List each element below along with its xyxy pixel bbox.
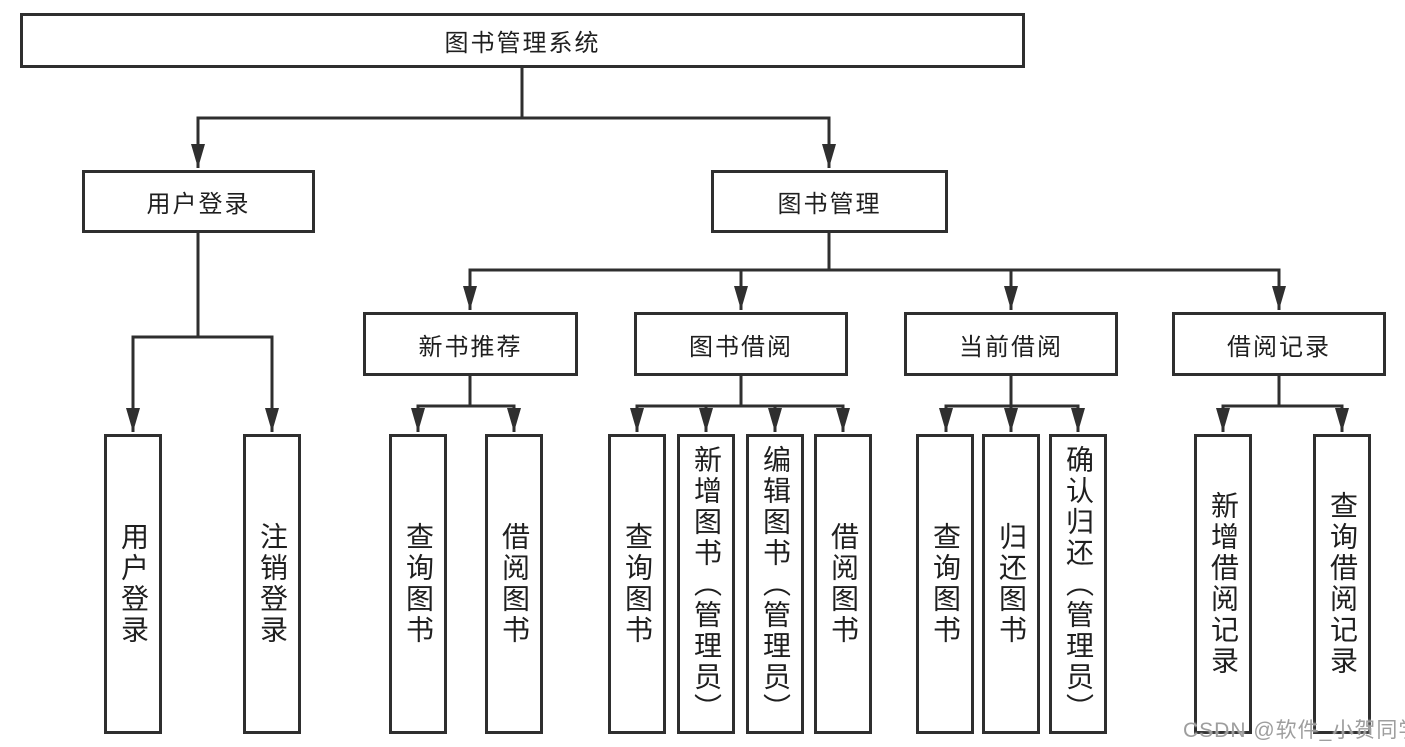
node-leaf-return-books: 归还图书 bbox=[982, 434, 1040, 734]
node-leaf-borrow-books-2: 借阅图书 bbox=[814, 434, 872, 734]
node-leaf-add-books-label: 新增图书（管理员） bbox=[691, 444, 722, 724]
node-leaf-query-books-3-label: 查询图书 bbox=[930, 522, 961, 646]
node-leaf-add-books: 新增图书（管理员） bbox=[677, 434, 735, 734]
node-leaf-user-login-label: 用户登录 bbox=[118, 522, 149, 646]
node-leaf-confirm-return-label: 确认归还（管理员） bbox=[1063, 444, 1094, 724]
node-book-borrow-label: 图书借阅 bbox=[689, 333, 793, 361]
node-borrow-records-label: 借阅记录 bbox=[1227, 333, 1331, 361]
node-book-management: 图书管理 bbox=[711, 170, 948, 233]
node-leaf-query-books-1: 查询图书 bbox=[389, 434, 447, 734]
node-leaf-query-books-2-label: 查询图书 bbox=[622, 522, 653, 646]
node-current-borrow-label: 当前借阅 bbox=[959, 333, 1063, 361]
node-leaf-edit-books: 编辑图书（管理员） bbox=[746, 434, 804, 734]
node-root: 图书管理系统 bbox=[20, 13, 1025, 68]
current-borrow-connector bbox=[939, 376, 1085, 432]
node-book-borrow: 图书借阅 bbox=[634, 312, 848, 376]
book-borrow-connector bbox=[630, 376, 850, 432]
node-leaf-logout-label: 注销登录 bbox=[257, 522, 288, 646]
borrow-records-connector bbox=[1216, 376, 1349, 432]
node-leaf-return-books-label: 归还图书 bbox=[996, 522, 1027, 646]
node-leaf-borrow-books-1-label: 借阅图书 bbox=[499, 522, 530, 646]
node-leaf-query-books-1-label: 查询图书 bbox=[403, 522, 434, 646]
book-management-connector bbox=[463, 233, 1286, 310]
node-leaf-user-login: 用户登录 bbox=[104, 434, 162, 734]
node-leaf-confirm-return: 确认归还（管理员） bbox=[1049, 434, 1107, 734]
node-leaf-add-borrow-record-label: 新增借阅记录 bbox=[1208, 491, 1239, 677]
node-leaf-borrow-books-2-label: 借阅图书 bbox=[828, 522, 859, 646]
node-borrow-records: 借阅记录 bbox=[1172, 312, 1386, 376]
node-book-management-label: 图书管理 bbox=[777, 191, 882, 218]
node-new-book-recommend: 新书推荐 bbox=[363, 312, 578, 376]
user-login-connector bbox=[126, 233, 279, 432]
node-root-label: 图书管理系统 bbox=[444, 30, 601, 57]
node-leaf-query-borrow-record-label: 查询借阅记录 bbox=[1327, 491, 1358, 677]
node-leaf-query-borrow-record: 查询借阅记录 bbox=[1313, 434, 1371, 734]
node-leaf-edit-books-label: 编辑图书（管理员） bbox=[760, 444, 791, 724]
root-connector bbox=[191, 68, 836, 168]
watermark: CSDN @软件_小贺同学 bbox=[1183, 719, 1405, 742]
node-user-login-label: 用户登录 bbox=[146, 191, 251, 218]
new-book-recommend-connector bbox=[411, 376, 521, 432]
node-current-borrow: 当前借阅 bbox=[904, 312, 1118, 376]
node-leaf-query-books-3: 查询图书 bbox=[916, 434, 974, 734]
node-user-login: 用户登录 bbox=[82, 170, 315, 233]
node-new-book-recommend-label: 新书推荐 bbox=[418, 333, 523, 361]
node-leaf-add-borrow-record: 新增借阅记录 bbox=[1194, 434, 1252, 734]
node-leaf-borrow-books-1: 借阅图书 bbox=[485, 434, 543, 734]
node-leaf-query-books-2: 查询图书 bbox=[608, 434, 666, 734]
node-leaf-logout: 注销登录 bbox=[243, 434, 301, 734]
